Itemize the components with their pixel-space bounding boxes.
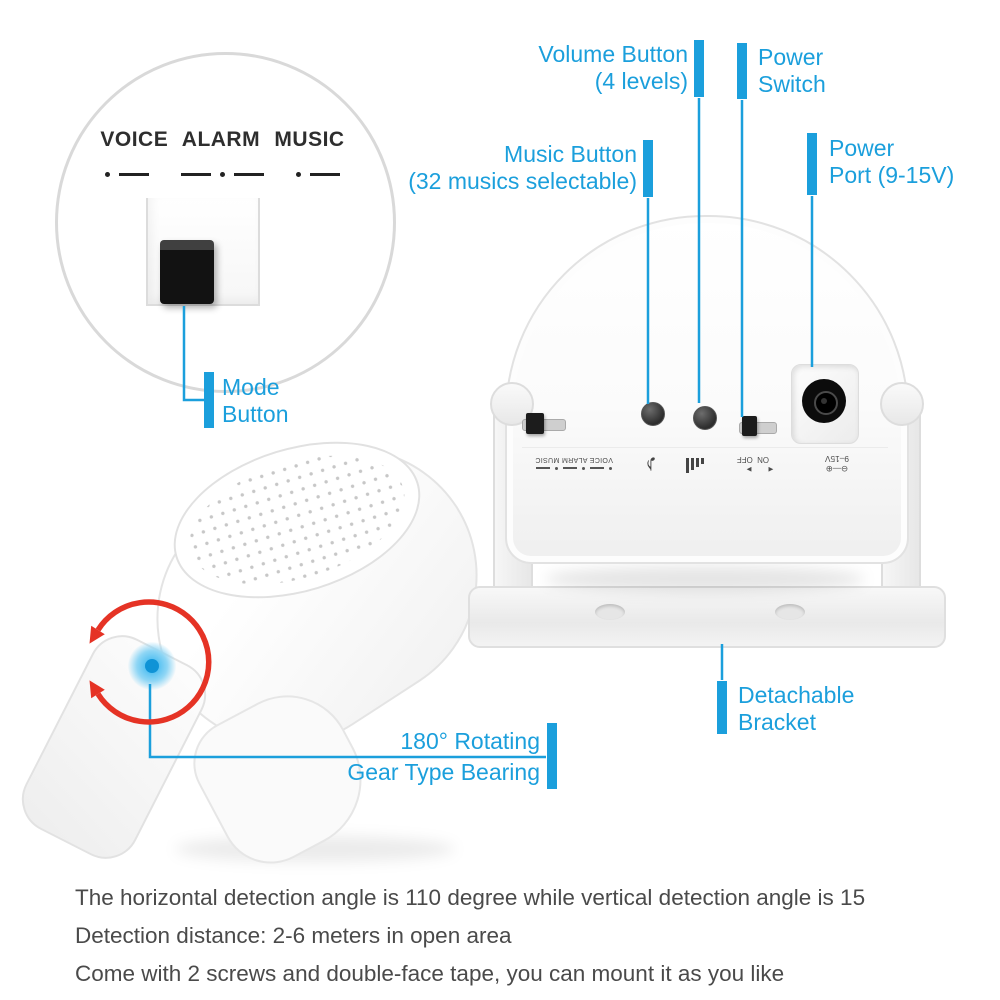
footer-line-1: The horizontal detection angle is 110 de… [75, 884, 866, 910]
print-on: ON [757, 455, 770, 464]
mode-slider-knob [526, 413, 544, 434]
callout-bar-power-port [807, 133, 817, 195]
print-voltage: ⊖—⊕ 9–15V [798, 454, 876, 474]
polarity-icon: ⊖—⊕ [825, 464, 849, 474]
volume-bars-icon [686, 458, 704, 473]
power-port-pin [821, 398, 827, 404]
callout-power-switch: Power Switch [758, 44, 826, 97]
callout-bar-music [643, 140, 653, 197]
callout-mode-button: Mode Button [222, 374, 289, 427]
back-cover-seam [522, 447, 888, 448]
gear-bearing-pivot [145, 659, 159, 673]
bracket-pivot-cap-right [880, 382, 924, 426]
callout-bar-volume [694, 40, 704, 97]
device-shadow [545, 566, 865, 592]
print-off: OFF [736, 455, 753, 464]
music-note-icon: ♪ [645, 451, 657, 478]
mark-dash [181, 173, 211, 176]
bracket-screw-hole-left [595, 604, 625, 620]
mark-dash [310, 173, 340, 176]
mark-dash [234, 173, 264, 176]
callout-bar-mode [204, 372, 214, 428]
callout-detachable-bracket: Detachable Bracket [738, 682, 855, 735]
left-arrow-icon: ◄ [753, 465, 775, 474]
callout-music-button: Music Button (32 musics selectable) [408, 141, 637, 194]
callout-bar-bracket [717, 681, 727, 734]
callout-bar-rotating [547, 723, 557, 789]
callout-rotating-bearing: 180° Rotating Gear Type Bearing [347, 728, 540, 785]
callout-bar-power-switch [737, 43, 747, 99]
voltage-text: 9–15V [824, 454, 850, 464]
mark-dot [296, 172, 301, 177]
power-port-ring [814, 391, 838, 415]
callout-volume-button: Volume Button (4 levels) [538, 41, 688, 94]
mark-dot [105, 172, 110, 177]
footer-line-3: Come with 2 screws and double-face tape,… [75, 960, 785, 986]
mode-position-marks [95, 172, 350, 177]
mode-switch-zoomed [160, 240, 214, 304]
right-arrow-icon: ► [731, 465, 753, 474]
footer-line-2: Detection distance: 2-6 meters in open a… [75, 922, 512, 948]
callout-power-port: Power Port (9-15V) [829, 135, 955, 188]
volume-button [693, 406, 717, 430]
print-onoff: ◄► ON OFF [724, 455, 782, 475]
music-button [641, 402, 665, 426]
print-mode-marks [522, 467, 626, 470]
mark-dash [119, 173, 149, 176]
bracket-screw-hole-right [775, 604, 805, 620]
mark-dot [220, 172, 225, 177]
print-mode-label: VOICE ALARM MUSIC [522, 456, 626, 470]
inset-panel-title: VOICE ALARM MUSIC [100, 128, 345, 151]
print-mode-text: VOICE ALARM MUSIC [535, 456, 613, 464]
bracket-base [468, 586, 946, 648]
power-switch-knob [742, 416, 757, 436]
